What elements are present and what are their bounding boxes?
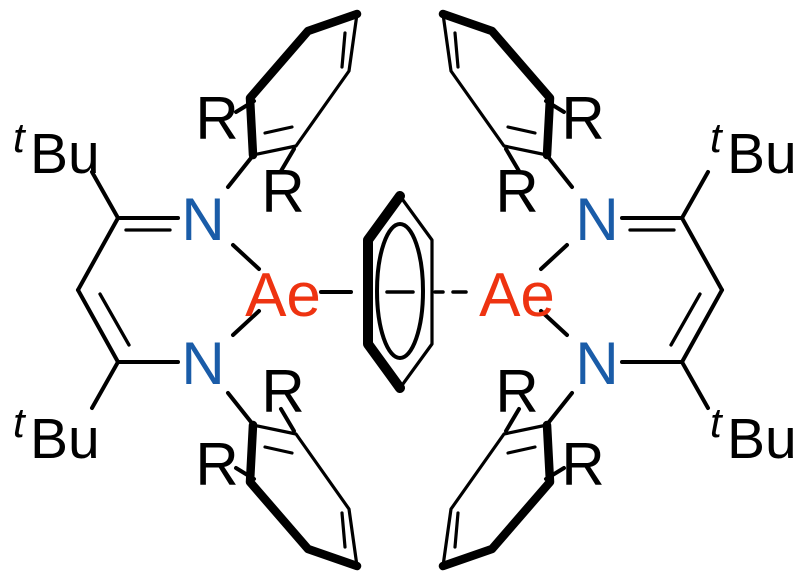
- r-label-bottom-left-outer: R: [195, 431, 238, 498]
- bridging-arene-ring: [363, 191, 434, 393]
- nitrogen-label-bottom-right: N: [575, 330, 618, 397]
- nitrogen-label-top-right: N: [575, 186, 618, 253]
- nitrogen-label-top-left: N: [181, 186, 224, 253]
- tbu-superscript: t: [13, 114, 27, 161]
- metal-label-left: Ae: [245, 261, 321, 330]
- tbu-text: Bu: [727, 122, 797, 186]
- r-label-top-right-inner: R: [495, 158, 538, 225]
- diketiminate-backbone-right: [620, 216, 724, 364]
- tbu-text: Bu: [30, 122, 100, 186]
- r-label-top-right-outer: R: [561, 85, 604, 152]
- tbu-label-bottom-right: t Bu: [710, 399, 797, 471]
- tbu-superscript: t: [710, 114, 724, 161]
- r-label-bottom-left-inner: R: [261, 358, 304, 425]
- aromatic-circle: [375, 222, 425, 360]
- r-label-bottom-right-outer: R: [561, 431, 604, 498]
- bond-network: [76, 14, 724, 566]
- r-label-bottom-right-inner: R: [495, 358, 538, 425]
- tbu-superscript: t: [710, 399, 724, 446]
- arene-bold-edge: [363, 191, 405, 393]
- r-label-top-left-inner: R: [261, 158, 304, 225]
- r-label-top-left-outer: R: [195, 85, 238, 152]
- tbu-label-top-right: t Bu: [710, 114, 797, 186]
- metal-label-right: Ae: [479, 261, 555, 330]
- tbu-label-top-left: t Bu: [13, 114, 100, 186]
- arene-thin-edge: [398, 194, 434, 390]
- tbu-label-bottom-left: t Bu: [13, 399, 100, 471]
- tbu-text: Bu: [30, 407, 100, 471]
- atom-labels: N N N N Ae Ae R R R R R R R R t Bu t Bu …: [13, 85, 797, 498]
- tbu-text: Bu: [727, 407, 797, 471]
- diketiminate-backbone-left: [76, 216, 180, 364]
- nitrogen-label-bottom-left: N: [181, 330, 224, 397]
- tbu-superscript: t: [13, 399, 27, 446]
